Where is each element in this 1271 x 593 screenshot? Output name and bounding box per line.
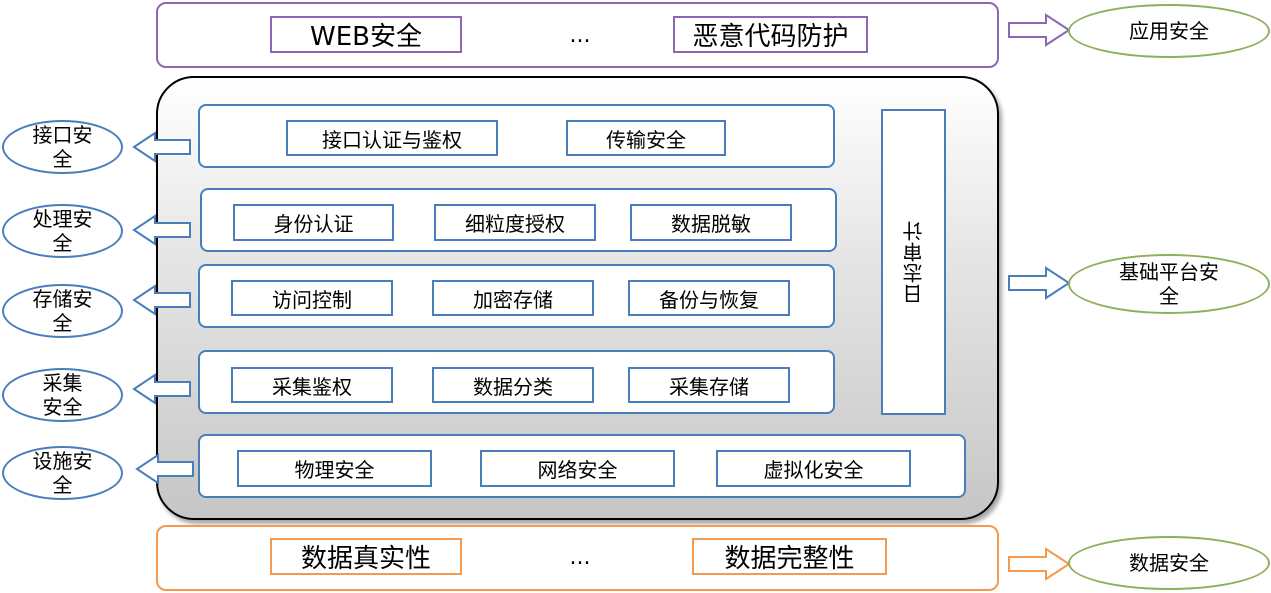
virtualization-security-item: 虚拟化安全 [716,450,911,487]
encrypted-storage-item: 加密存储 [432,280,594,316]
data-integrity-tag: 数据完整性 [692,538,887,575]
malware-protection-tag: 恶意代码防护 [673,16,868,53]
collection-security-ellipse: 采集安全 [2,368,123,422]
collection-left-arrow [132,373,191,405]
data-masking-item: 数据脱敏 [630,204,792,241]
web-security-tag: WEB安全 [270,16,462,53]
infrastructure-security-label: 设施安全 [32,449,93,497]
data-right-arrow [1008,547,1071,581]
application-security-ellipse: 应用安全 [1068,4,1270,58]
interface-security-ellipse: 接口安全 [2,120,123,174]
storage-left-arrow [132,284,191,316]
processing-left-arrow [132,214,191,246]
log-audit-label: 日志审计 [902,220,926,304]
data-classification-item: 数据分类 [432,367,594,403]
application-right-arrow [1008,13,1071,47]
application-ellipsis: ... [569,22,591,48]
identity-auth-item: 身份认证 [233,204,394,241]
backup-recovery-item: 备份与恢复 [628,280,790,316]
log-audit-box: 日志审计 [881,109,946,415]
platform-right-arrow [1008,266,1071,300]
storage-security-label: 存储安全 [32,287,93,335]
network-security-item: 网络安全 [480,450,675,487]
infrastructure-left-arrow [135,453,194,485]
transport-security-item: 传输安全 [566,120,726,156]
collection-auth-item: 采集鉴权 [231,367,393,403]
data-ellipsis: ... [569,544,591,570]
access-control-item: 访问控制 [231,280,393,316]
processing-security-ellipse: 处理安全 [2,204,123,258]
collection-security-label: 采集安全 [42,371,83,419]
interface-left-arrow [132,131,191,163]
platform-security-ellipse: 基础平台安全 [1068,254,1270,314]
storage-security-ellipse: 存储安全 [2,284,123,338]
processing-security-label: 处理安全 [32,207,93,255]
interface-security-label: 接口安全 [32,123,93,171]
interface-auth-item: 接口认证与鉴权 [286,120,498,156]
collection-storage-item: 采集存储 [628,367,790,403]
physical-security-item: 物理安全 [237,450,432,487]
infrastructure-security-ellipse: 设施安全 [2,446,123,500]
data-security-ellipse: 数据安全 [1068,536,1270,590]
platform-security-label: 基础平台安全 [1119,260,1219,308]
fine-grained-authz-item: 细粒度授权 [434,204,596,241]
data-authenticity-tag: 数据真实性 [270,538,462,575]
